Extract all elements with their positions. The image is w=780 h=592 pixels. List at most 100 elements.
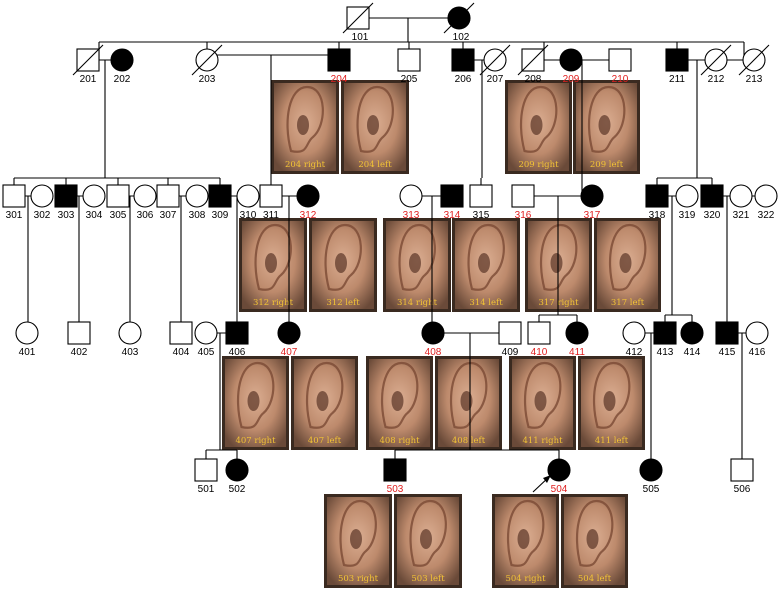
individual-303 xyxy=(54,184,78,208)
ear-photo-caption: 314 right xyxy=(397,298,438,308)
individual-407 xyxy=(277,321,301,345)
individual-320 xyxy=(700,184,724,208)
ear-photo-caption: 503 right xyxy=(338,574,379,584)
individual-311 xyxy=(259,184,283,208)
individual-id: 407 xyxy=(281,347,298,358)
individual-505 xyxy=(639,458,663,482)
individual-506 xyxy=(730,458,754,482)
individual-id: 413 xyxy=(657,347,674,358)
ear-photo-caption: 408 left xyxy=(452,436,486,446)
individual-id: 205 xyxy=(401,74,418,85)
ear-outline xyxy=(519,85,558,153)
individual-id: 321 xyxy=(733,210,750,221)
ear-photo-left: 312 left xyxy=(309,218,377,312)
individual-id: 318 xyxy=(649,210,666,221)
female-symbol xyxy=(547,458,571,482)
ear-photo-left: 317 left xyxy=(594,218,661,312)
individual-id: 401 xyxy=(19,347,36,358)
male-symbol xyxy=(511,184,535,208)
individual-410 xyxy=(527,321,551,345)
individual-306 xyxy=(133,184,157,208)
individual-406 xyxy=(225,321,249,345)
individual-id: 311 xyxy=(263,210,279,221)
individual-id: 204 xyxy=(331,74,348,85)
ear-canal xyxy=(409,253,421,273)
individual-312 xyxy=(296,184,320,208)
individual-313 xyxy=(399,184,423,208)
individual-309 xyxy=(208,184,232,208)
individual-408 xyxy=(421,321,445,345)
individual-304 xyxy=(82,184,106,208)
individual-316 xyxy=(511,184,535,208)
ear-photo-caption: 411 left xyxy=(595,436,629,446)
male-symbol xyxy=(451,48,475,72)
individual-503 xyxy=(383,458,407,482)
male-symbol xyxy=(397,48,421,72)
individual-308 xyxy=(185,184,209,208)
individual-id: 209 xyxy=(563,74,580,85)
individual-414 xyxy=(680,321,704,345)
ear-photo-right: 314 right xyxy=(383,218,451,312)
ear-canal xyxy=(550,253,563,273)
individual-id: 210 xyxy=(612,74,629,85)
ear-outline xyxy=(467,223,505,291)
ear-outline xyxy=(539,223,578,291)
individual-211 xyxy=(665,48,689,72)
individual-id: 212 xyxy=(708,74,725,85)
individual-id: 406 xyxy=(229,347,246,358)
individual-315 xyxy=(469,184,493,208)
female-symbol xyxy=(639,458,663,482)
female-symbol xyxy=(194,321,218,345)
ear-canal xyxy=(335,253,347,273)
ear-photo-right: 411 right xyxy=(509,356,576,450)
ear-outline xyxy=(380,361,419,429)
individual-416 xyxy=(745,321,769,345)
individual-207 xyxy=(479,44,511,76)
individual-409 xyxy=(498,321,522,345)
individual-212 xyxy=(700,44,732,76)
male-symbol xyxy=(665,48,689,72)
deceased-slash xyxy=(517,44,549,76)
male-symbol xyxy=(498,321,522,345)
ear-outline xyxy=(587,85,626,153)
individual-id: 404 xyxy=(173,347,190,358)
individual-id: 202 xyxy=(114,74,131,85)
individual-213 xyxy=(738,44,770,76)
ear-photo-caption: 504 right xyxy=(505,574,546,584)
ear-canal xyxy=(534,391,547,411)
individual-id: 303 xyxy=(58,210,75,221)
ear-photo-caption: 314 left xyxy=(469,298,503,308)
individual-205 xyxy=(397,48,421,72)
individual-id: 203 xyxy=(199,74,216,85)
individual-id: 201 xyxy=(80,74,97,85)
female-symbol xyxy=(296,184,320,208)
ear-photo-caption: 317 left xyxy=(611,298,645,308)
ear-photo-right: 312 right xyxy=(239,218,307,312)
individual-id: 416 xyxy=(749,347,766,358)
ear-canal xyxy=(478,253,490,273)
individual-id: 308 xyxy=(189,210,206,221)
ear-outline xyxy=(575,499,614,567)
ear-outline xyxy=(305,361,344,429)
deceased-slash xyxy=(191,44,223,76)
male-symbol xyxy=(194,458,218,482)
individual-404 xyxy=(169,321,193,345)
male-symbol xyxy=(645,184,669,208)
ear-canal xyxy=(316,391,329,411)
individual-id: 412 xyxy=(626,347,643,358)
individual-504 xyxy=(532,458,571,493)
individual-id: 502 xyxy=(229,484,246,495)
individual-id: 405 xyxy=(198,347,215,358)
ear-canal xyxy=(603,391,616,411)
ear-outline xyxy=(324,223,362,291)
male-symbol xyxy=(106,184,130,208)
male-symbol xyxy=(156,184,180,208)
ear-canal xyxy=(391,391,404,411)
ear-photo-left: 407 left xyxy=(291,356,358,450)
ear-photo-right: 504 right xyxy=(492,494,559,588)
proband-arrowhead xyxy=(543,475,551,483)
individual-id: 102 xyxy=(453,32,470,43)
individual-id: 309 xyxy=(212,210,229,221)
male-symbol xyxy=(54,184,78,208)
female-symbol xyxy=(399,184,423,208)
